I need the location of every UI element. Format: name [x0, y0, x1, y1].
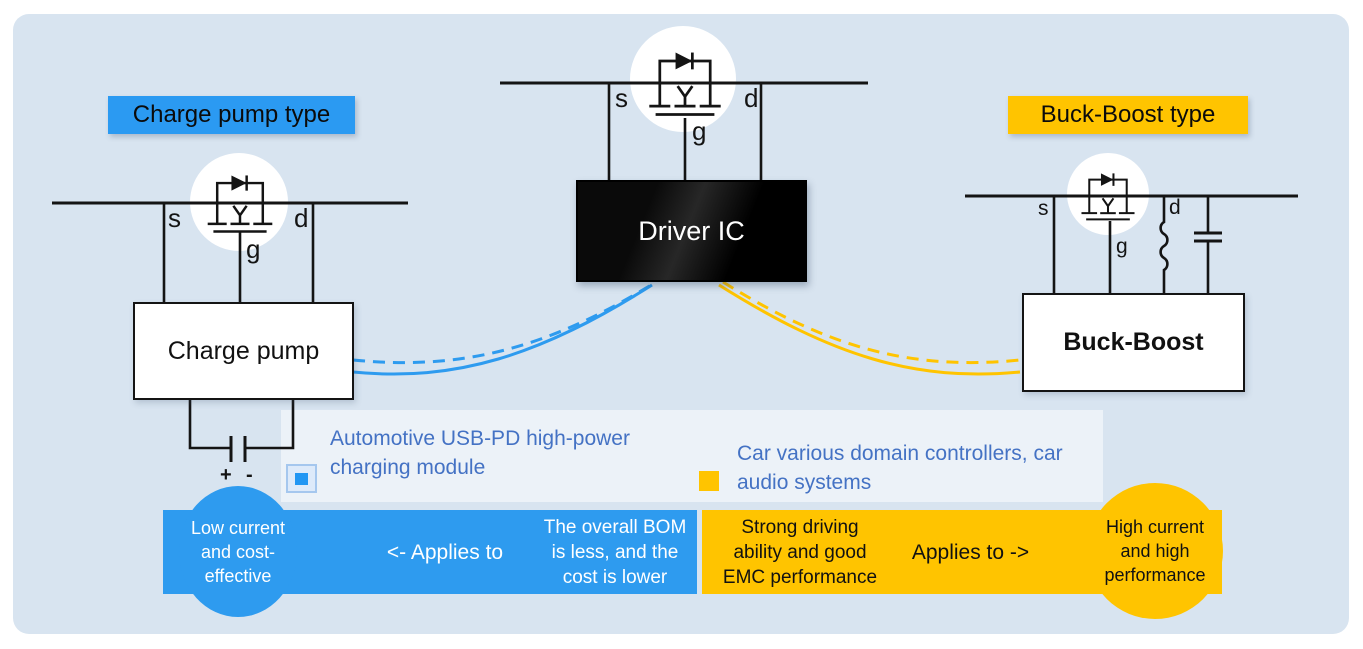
charge-pump-box: Charge pump — [133, 302, 354, 400]
charge-pump-type-label: Charge pump type — [108, 96, 355, 134]
blue-legend-text: Automotive USB-PD high-power charging mo… — [330, 427, 630, 479]
yellow-legend-text: Car various domain controllers, car audi… — [737, 442, 1063, 494]
driver-ic-box: Driver IC — [576, 180, 807, 282]
yellow-square-bullet-icon — [699, 471, 719, 491]
buck-boost-type-label: Buck-Boost type — [1008, 96, 1248, 134]
blue-square-bullet-inner — [295, 472, 308, 485]
banner-detail-yellow: Strong driving ability and good EMC perf… — [722, 516, 878, 588]
blue-square-bullet-icon — [286, 464, 317, 493]
banner-circle-blue: Low current and cost- effective — [179, 486, 297, 617]
banner-detail-blue: The overall BOM is less, and the cost is… — [543, 516, 687, 588]
banner-applies-blue: <- Applies to — [386, 540, 504, 564]
banner-applies-yellow: Applies to -> — [911, 540, 1030, 564]
banner-circle-yellow: High current and high performance — [1087, 483, 1223, 619]
buck-boost-box: Buck-Boost — [1022, 293, 1245, 392]
legend-background-band — [281, 410, 1103, 502]
